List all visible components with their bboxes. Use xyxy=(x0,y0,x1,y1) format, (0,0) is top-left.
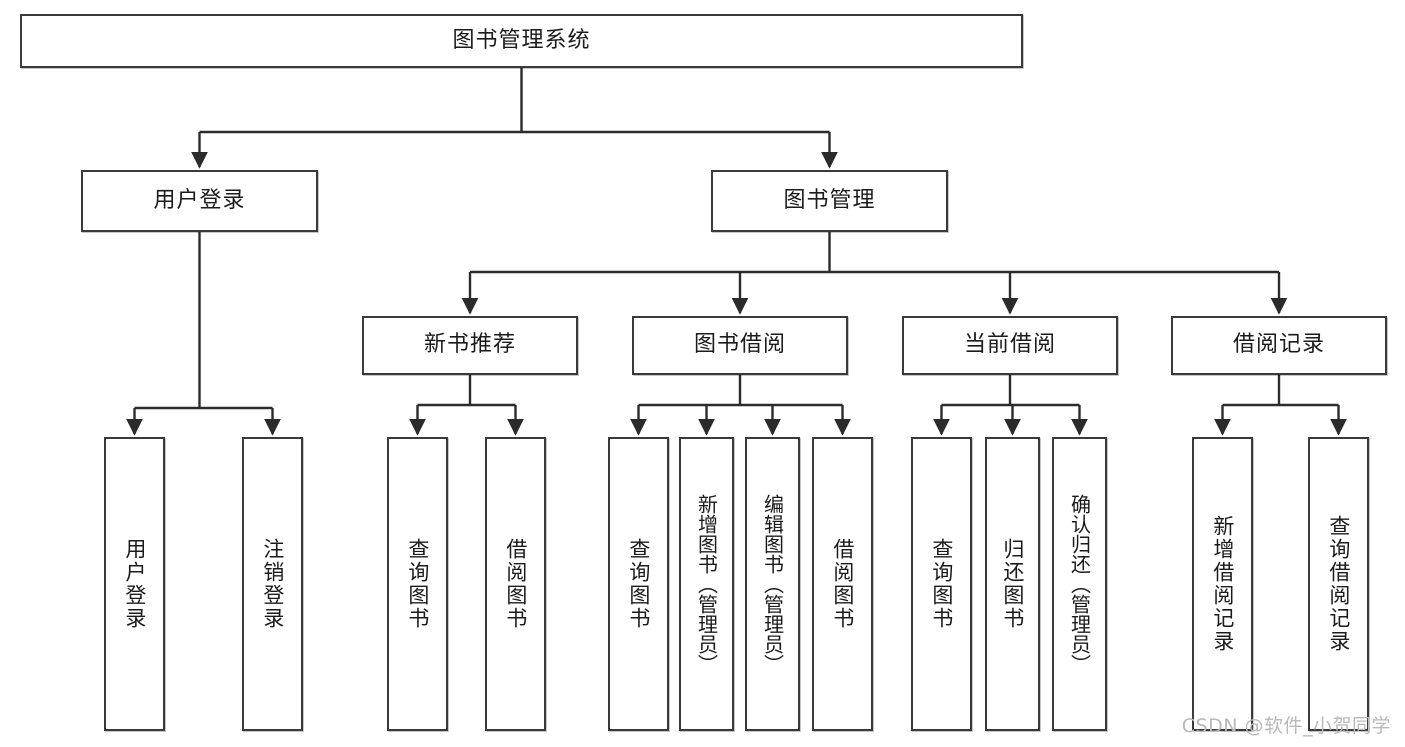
node-label-leaf-logout-login: 注销登录 xyxy=(260,538,285,630)
node-root[interactable]: 图书管理系统 xyxy=(20,14,1023,68)
node-label-leaf-borrow-book: 借阅图书 xyxy=(830,538,855,630)
node-label-leaf-add-book-admin: 新增图书（管理员） xyxy=(694,494,719,674)
node-current-borrow[interactable]: 当前借阅 xyxy=(902,316,1118,375)
node-leaf-return-book[interactable]: 归还图书 xyxy=(985,437,1040,731)
node-label-book-management: 图书管理 xyxy=(783,187,876,213)
node-label-leaf-borrow-book-recommend: 借阅图书 xyxy=(503,538,528,630)
node-label-leaf-confirm-return-admin: 确认归还（管理员） xyxy=(1067,494,1092,674)
node-leaf-query-borrow-record[interactable]: 查询借阅记录 xyxy=(1308,437,1369,731)
watermark-text: CSDN @软件_小贺同学 xyxy=(1181,715,1391,737)
node-book-borrow[interactable]: 图书借阅 xyxy=(632,316,848,375)
node-label-leaf-query-borrow-record: 查询借阅记录 xyxy=(1326,515,1351,653)
node-label-leaf-query-book-current: 查询图书 xyxy=(929,538,954,630)
node-label-leaf-query-book-borrow: 查询图书 xyxy=(626,538,651,630)
node-leaf-confirm-return-admin[interactable]: 确认归还（管理员） xyxy=(1052,437,1107,731)
node-label-new-book-recommend: 新书推荐 xyxy=(423,332,516,358)
node-user-login[interactable]: 用户登录 xyxy=(81,170,318,232)
node-leaf-query-book-borrow[interactable]: 查询图书 xyxy=(608,437,669,731)
node-book-management[interactable]: 图书管理 xyxy=(711,170,948,232)
node-label-root: 图书管理系统 xyxy=(452,27,591,53)
node-label-leaf-edit-book-admin: 编辑图书（管理员） xyxy=(760,494,785,674)
node-leaf-edit-book-admin[interactable]: 编辑图书（管理员） xyxy=(745,437,800,731)
node-label-leaf-return-book: 归还图书 xyxy=(1000,538,1025,630)
node-leaf-borrow-book-recommend[interactable]: 借阅图书 xyxy=(485,437,546,731)
node-label-current-borrow: 当前借阅 xyxy=(963,332,1056,358)
node-label-user-login: 用户登录 xyxy=(153,187,246,213)
node-leaf-query-book-current[interactable]: 查询图书 xyxy=(911,437,972,731)
node-label-book-borrow: 图书借阅 xyxy=(693,332,786,358)
node-new-book-recommend[interactable]: 新书推荐 xyxy=(362,316,578,375)
node-leaf-query-book-recommend[interactable]: 查询图书 xyxy=(387,437,448,731)
node-borrow-record[interactable]: 借阅记录 xyxy=(1171,316,1387,375)
node-label-leaf-user-login: 用户登录 xyxy=(122,538,147,630)
node-leaf-logout-login[interactable]: 注销登录 xyxy=(242,437,303,731)
node-leaf-add-borrow-record[interactable]: 新增借阅记录 xyxy=(1192,437,1253,731)
node-label-borrow-record: 借阅记录 xyxy=(1232,332,1325,358)
node-leaf-borrow-book[interactable]: 借阅图书 xyxy=(812,437,873,731)
node-label-leaf-query-book-recommend: 查询图书 xyxy=(405,538,430,630)
node-label-leaf-add-borrow-record: 新增借阅记录 xyxy=(1210,515,1235,653)
node-leaf-add-book-admin[interactable]: 新增图书（管理员） xyxy=(679,437,734,731)
node-leaf-user-login[interactable]: 用户登录 xyxy=(104,437,165,731)
